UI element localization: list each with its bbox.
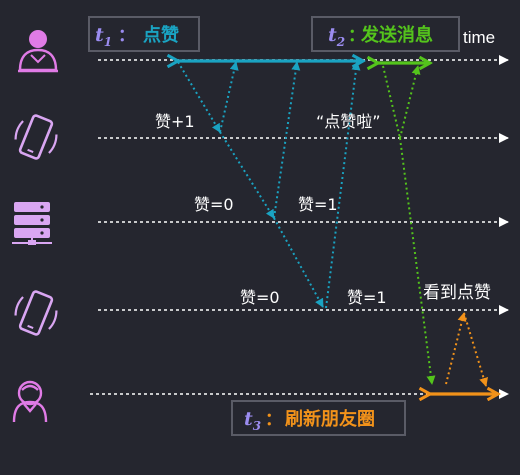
- t3-var: t: [244, 408, 253, 430]
- t2-var: t: [328, 24, 337, 46]
- t2-text: 发送消息: [360, 24, 433, 46]
- t2-sep: ：: [348, 26, 365, 46]
- lifelines: [90, 55, 509, 399]
- message-quote-label: “点赞啦”: [316, 112, 381, 131]
- saw-like-label: 看到点赞: [423, 283, 491, 303]
- t1-text: 点赞: [143, 24, 179, 46]
- server-like-one-label: 赞=1: [298, 195, 338, 214]
- t2-sub: 2: [336, 35, 345, 49]
- message-arrows: [382, 65, 436, 385]
- server-like-zero-label: 赞=0: [194, 195, 234, 214]
- phone2-like-one-label: 赞=1: [347, 288, 387, 307]
- t3-sub: 3: [253, 419, 261, 433]
- like-request-arrows: [177, 61, 361, 309]
- server-icon: [12, 202, 52, 245]
- svg-text:t3: t3: [244, 408, 261, 433]
- t3-text: 刷新朋友圈: [285, 408, 375, 430]
- svg-text:t2: t2: [328, 24, 345, 49]
- t1-sub: 1: [104, 35, 112, 49]
- time-axis-label: time: [463, 28, 495, 47]
- svg-text:t1: t1: [95, 24, 112, 49]
- phone-icon: [14, 290, 58, 336]
- user-circle-icon: [12, 380, 48, 423]
- t1-sep: ：: [118, 26, 135, 46]
- t3-label: t3 ： 刷新朋友圈: [231, 400, 406, 436]
- phone2-like-zero-label: 赞=0: [240, 288, 280, 307]
- refresh-arrows: [445, 312, 488, 387]
- t1-var: t: [95, 24, 104, 46]
- t2-label: t2 ： 发送消息: [311, 16, 460, 52]
- t3-sep: ：: [265, 410, 282, 430]
- like-plus-one-label: 赞+1: [155, 112, 195, 131]
- phone-icon: [14, 114, 58, 160]
- t1-label: t1 ： 点赞: [88, 16, 200, 52]
- user-icon: [18, 30, 58, 73]
